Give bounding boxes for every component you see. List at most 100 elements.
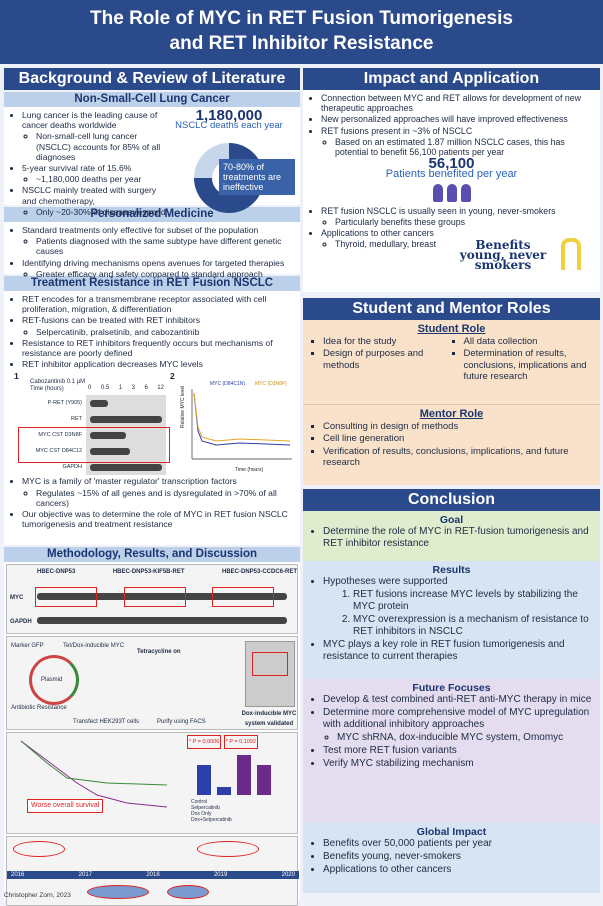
- tr-bullet-3: Resistance to RET inhibitors frequently …: [22, 338, 294, 358]
- blot-title: HBEC-DNP53: [37, 569, 76, 575]
- fig-num-2: 2: [170, 371, 175, 382]
- bar: [217, 787, 231, 795]
- deaths-stat-label: NSCLC deaths each year: [175, 120, 283, 132]
- people-icon: [309, 183, 594, 204]
- author-credit: Christopher Zorn, 2023: [4, 892, 71, 899]
- tr-sub-5: Regulates ~15% of all genes and is dysre…: [36, 488, 294, 508]
- goal-bullet: Determine the role of MYC in RET-fusion …: [323, 526, 592, 550]
- student-item: All data collection: [464, 336, 593, 348]
- results-bullet-2: MYC plays a key role in RET fusion tumor…: [323, 639, 592, 663]
- plasmid-label: Plasmid: [41, 677, 63, 683]
- student-role-panel: Student Role Idea for the study Design o…: [303, 320, 600, 404]
- myc-blot-strip: HBEC-DNP53 HBEC-DNP53-KIF5B-RET HBEC-DNP…: [6, 564, 298, 634]
- imp-bullet-5: Applications to other cancers: [321, 228, 461, 238]
- timeline-highlight: [87, 885, 149, 899]
- p-value-2: * P = 0.1092: [223, 735, 259, 750]
- time-points: 0 0.5 1 3 6 12: [88, 383, 164, 393]
- methods-heading: Methodology, Results, and Discussion: [4, 547, 300, 562]
- imp-sub-4: Particularly benefits these groups: [335, 217, 594, 227]
- background-banner: Background & Review of Literature: [4, 68, 300, 90]
- imp-bullet-1: Connection between MYC and RET allows fo…: [321, 93, 594, 113]
- future-sub-2: MYC shRNA, dox-inducible MYC system, Omo…: [337, 732, 592, 744]
- poster-title: The Role of MYC in RET Fusion Tumorigene…: [0, 0, 603, 56]
- cabo-label: Cabozantinib 0.1 µM: [30, 379, 86, 386]
- timeline-year: 2016: [11, 872, 25, 878]
- blot-row-label: GAPDH: [62, 464, 82, 471]
- future-bullet-3: Test more RET fusion variants: [323, 745, 592, 757]
- timeline-year: 2017: [78, 872, 93, 878]
- purify-label: Purify using FACS: [157, 719, 206, 725]
- global-bullet-1: Benefits over 50,000 patients per year: [323, 838, 592, 850]
- student-role-title: Student Role: [417, 323, 486, 335]
- pm-panel: Standard treatments only effective for s…: [4, 222, 300, 279]
- patient-timeline: 2016 2017 2018 2019 2020: [6, 836, 299, 906]
- global-title: Global Impact: [416, 826, 487, 838]
- tr-sub-2: Selpercatinib, pralsetinib, and cabozant…: [36, 327, 294, 337]
- donut-label: 70-80% of treatments are ineffective: [219, 159, 295, 195]
- mentor-role-title: Mentor Role: [419, 408, 484, 420]
- transfect-label: Transfect HEK293T cells: [73, 719, 140, 725]
- future-bullet-2: Determine more comprehensive model of MY…: [323, 707, 592, 731]
- time-point: 3: [131, 385, 135, 392]
- worse-survival-label: Worse overall survival: [27, 799, 104, 814]
- methods-panel: HBEC-DNP53 HBEC-DNP53-KIF5B-RET HBEC-DNP…: [4, 562, 300, 906]
- blot-row-label: P-RET (Y905): [47, 400, 82, 407]
- imp-sub-5: Thyroid, medullary, breast: [335, 239, 594, 249]
- patients-stat-label: Patients benefited per year: [385, 168, 518, 181]
- validation-blot: [245, 641, 295, 707]
- western-blot-image: [86, 395, 166, 476]
- blot-row-label: MYC CST D3N8F: [38, 432, 82, 439]
- bar-label: Selpercatinib: [191, 805, 220, 811]
- myc-line-chart: Relative MYC level MYC (D84C1N) MYC (D3N…: [180, 381, 292, 473]
- pm-bullet-1: Standard treatments only effective for s…: [22, 225, 294, 235]
- bar: [237, 755, 251, 795]
- imp-sub-3: Based on an estimated 1.87 million NSCLC…: [335, 137, 594, 157]
- timeline-year: 2018: [146, 872, 160, 878]
- results-num-1: RET fusions increase MYC levels by stabi…: [353, 589, 592, 613]
- blot-title: HBEC-DNP53-KIF5B-RET: [112, 569, 185, 575]
- future-panel: Future Focuses Develop & test combined a…: [303, 679, 600, 823]
- cell-number-bar-chart: * P = 0.0006 * P = 0.1092 Control Selper…: [187, 735, 287, 829]
- pm-bullet-2: Identifying driving mechanisms opens ave…: [22, 258, 294, 268]
- imp-bullet-4: RET fusion NSCLC is usually seen in youn…: [321, 206, 594, 216]
- line-chart-ylabel: Relative MYC level: [180, 386, 186, 428]
- mentor-item: Cell line generation: [323, 433, 592, 445]
- tet-label: Tet/Dox-inducible MYC: [63, 643, 125, 649]
- patients-stat: 56,100: [428, 155, 475, 173]
- blot-row-labels: P-RET (Y905) RET MYC CST D3N8F MYC CST D…: [12, 395, 82, 475]
- myc-highlight-box: [18, 427, 170, 464]
- student-item: Design of purposes and methods: [323, 348, 452, 371]
- poster-header: The Role of MYC in RET Fusion Tumorigene…: [0, 0, 603, 64]
- blot-row-myc: MYC: [10, 595, 24, 601]
- blot-row-label: RET: [71, 416, 82, 423]
- time-point: 0: [88, 385, 92, 392]
- pm-sub-2: Greater efficacy and safety compared to …: [36, 269, 294, 279]
- future-bullet-4: Verify MYC stabilizing mechanism: [323, 758, 592, 770]
- impact-panel: Connection between MYC and RET allows fo…: [303, 90, 600, 292]
- time-label: Time (hours): [30, 386, 64, 393]
- mentor-role-panel: Mentor Role Consulting in design of meth…: [303, 404, 600, 485]
- nsclc-panel: Lung cancer is the leading cause of canc…: [4, 107, 300, 217]
- plasmid-icon: [29, 655, 79, 705]
- impact-banner: Impact and Application: [303, 68, 600, 90]
- p-value-1: * P = 0.0006: [187, 735, 222, 750]
- goal-panel: Goal Determine the role of MYC in RET-fu…: [303, 511, 600, 561]
- timeline-year: 2020: [281, 872, 295, 878]
- student-item: Idea for the study: [323, 336, 452, 348]
- nsclc-heading: Non-Small-Cell Lung Cancer: [4, 92, 300, 107]
- nsclc-sub-2: ~1,180,000 deaths per year: [36, 174, 172, 184]
- time-point: 0.5: [100, 385, 110, 392]
- timeline-bar: [7, 871, 299, 879]
- nsclc-bullet-2: 5-year survival rate of 15.6%: [22, 163, 172, 173]
- results-bullet-1: Hypotheses were supported: [323, 576, 592, 588]
- deaths-stat: 1,180,000: [195, 107, 263, 124]
- validated-label: Dox-inducible MYC system validated: [241, 711, 297, 728]
- time-point: 6: [144, 385, 148, 392]
- tr-bullet-5: MYC is a family of 'master regulator' tr…: [22, 476, 294, 486]
- tr-panel: RET encodes for a transmembrane receptor…: [4, 291, 300, 545]
- line-legend-2: MYC (D3N8F): [255, 381, 287, 387]
- line-chart-xlabel: Time (hours): [235, 467, 263, 473]
- global-impact-panel: Global Impact Benefits over 50,000 patie…: [303, 823, 600, 893]
- marker-label: Marker GFP: [11, 643, 44, 649]
- timeline-highlight: [197, 841, 259, 857]
